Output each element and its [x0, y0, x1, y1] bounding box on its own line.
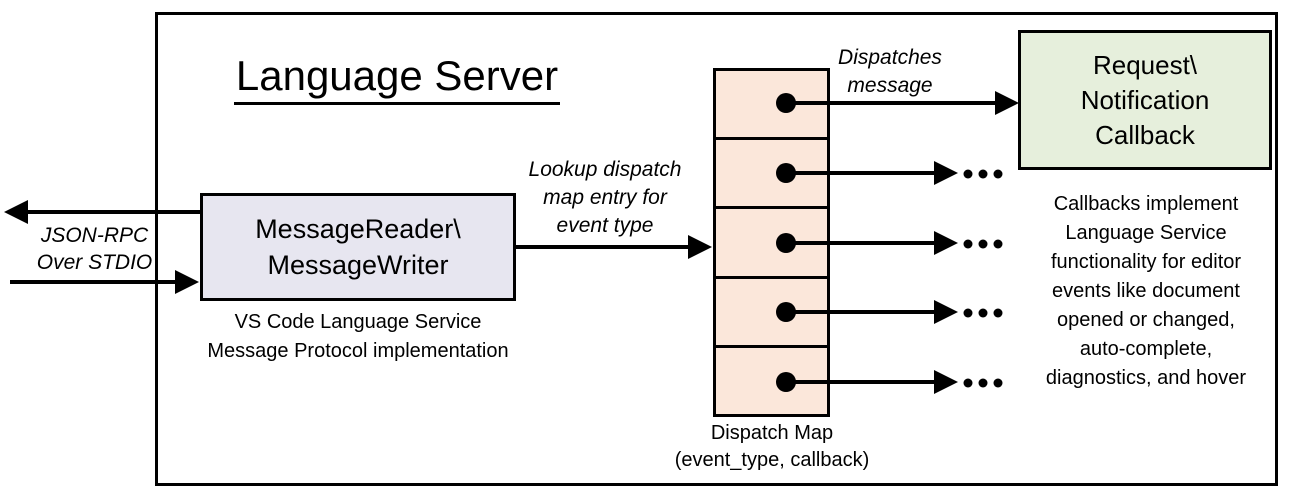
- lookup-dispatch-label: Lookup dispatch map entry for event type: [528, 158, 682, 237]
- callbacks-description: Callbacks implement Language Service fun…: [1045, 193, 1247, 389]
- diagram-title-text: Language Server: [233, 52, 561, 105]
- dispatch-map-cell: [716, 206, 827, 276]
- request-notification-callback-box: Request\ Notification Callback: [1018, 30, 1272, 170]
- dispatch-map: [713, 68, 830, 417]
- dispatch-map-cell: [716, 275, 827, 345]
- json-rpc-stdio-label: JSON-RPC Over STDIO: [36, 224, 153, 274]
- message-reader-writer-box: MessageReader\ MessageWriter: [200, 193, 516, 301]
- reader-writer-caption: VS Code Language Service Message Protoco…: [207, 311, 509, 362]
- dispatch-map-cell: [716, 344, 827, 415]
- dispatch-map-caption: Dispatch Map (event_type, callback): [674, 422, 870, 471]
- dispatches-message-label: Dispatches message: [838, 46, 942, 97]
- diagram-title: Language Server: [177, 52, 617, 105]
- dispatch-map-cell: [716, 137, 827, 207]
